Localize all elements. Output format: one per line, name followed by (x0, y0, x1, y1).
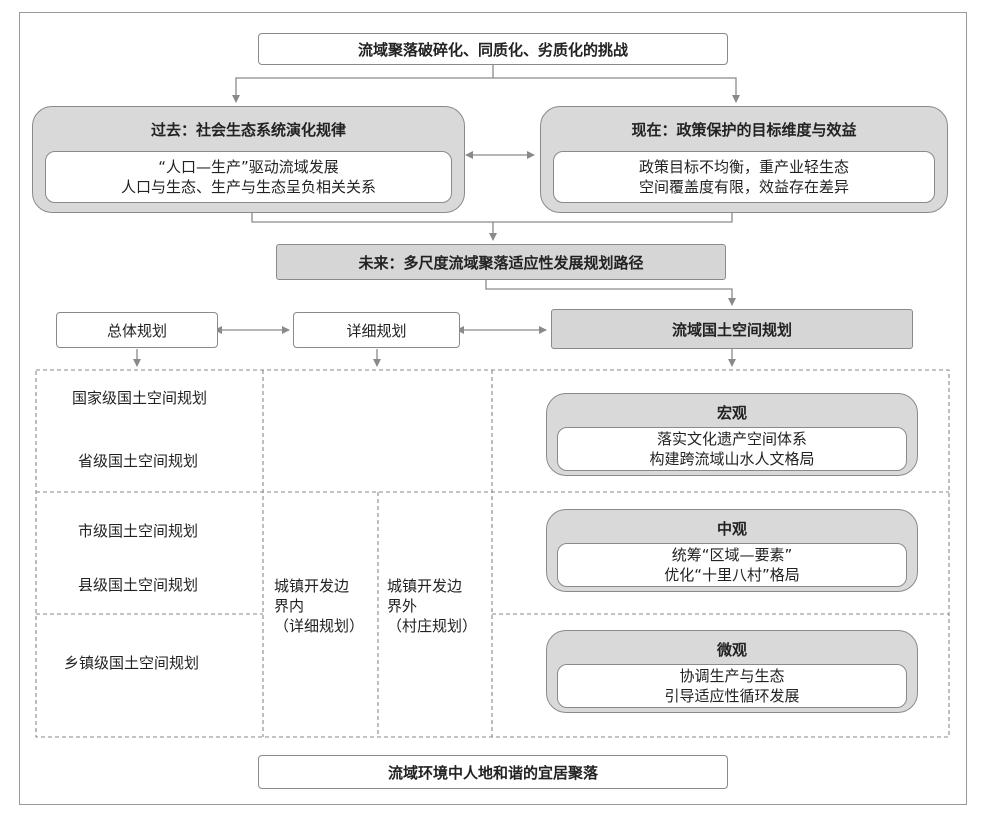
meso-title: 中观 (716, 520, 747, 538)
livable-settlement-box: 流域环境中人地和谐的宜居聚落 (258, 755, 728, 789)
future-text: 未来：多尺度流域聚落适应性发展规划路径 (358, 253, 644, 272)
level-national: 国家级国土空间规划 (72, 389, 208, 407)
micro-line-2: 引导适应性循环发展 (664, 687, 800, 705)
connector-future-to-watershed (485, 280, 736, 306)
boundary-inside-line-2: 界内 (274, 597, 305, 615)
boundary-inside: 城镇开发边 界内 （详细规划） (274, 576, 364, 636)
macro-content: 落实文化遗产空间体系 构建跨流域山水人文格局 (557, 427, 907, 471)
past-line-2: 人口与生态、生产与生态呈负相关关系 (120, 178, 376, 196)
meso-content: 统筹“区域—要素” 优化“十里八村”格局 (557, 543, 907, 587)
past-line-1: “人口—生产”驱动流域发展 (158, 158, 339, 176)
boundary-outside-line-3: （村庄规划） (387, 617, 478, 635)
detailed-plan-box: 详细规划 (293, 312, 460, 348)
level-township: 乡镇级国土空间规划 (64, 654, 200, 672)
boundary-outside-line-2: 界外 (387, 597, 418, 615)
present-panel: 现在：政策保护的目标维度与效益 政策目标不均衡，重产业轻生态 空间覆盖度有限，效… (540, 106, 948, 213)
level-county: 县级国土空间规划 (78, 576, 199, 594)
connector-top-to-past (232, 65, 494, 103)
past-title: 过去：社会生态系统演化规律 (150, 121, 346, 139)
present-content: 政策目标不均衡，重产业轻生态 空间覆盖度有限，效益存在差异 (553, 151, 935, 203)
diagram-frame (19, 12, 967, 805)
macro-panel: 宏观 落实文化遗产空间体系 构建跨流域山水人文格局 (546, 393, 918, 476)
past-content: “人口—生产”驱动流域发展 人口与生态、生产与生态呈负相关关系 (45, 151, 452, 203)
past-panel: 过去：社会生态系统演化规律 “人口—生产”驱动流域发展 人口与生态、生产与生态呈… (32, 106, 465, 213)
connector-top-to-present (493, 77, 740, 103)
challenge-box: 流域聚落破碎化、同质化、劣质化的挑战 (258, 33, 728, 65)
detailed-plan-label: 详细规划 (346, 321, 407, 340)
boundary-inside-line-3: （详细规划） (274, 617, 365, 635)
connector-past-to-merge (251, 213, 733, 223)
level-municipal: 市级国土空间规划 (78, 522, 199, 540)
micro-line-1: 协调生产与生态 (679, 667, 785, 685)
overall-plan-label: 总体规划 (106, 321, 167, 340)
level-provincial: 省级国土空间规划 (78, 452, 199, 470)
boundary-inside-line-1: 城镇开发边 (274, 577, 350, 595)
macro-line-2: 构建跨流域山水人文格局 (649, 450, 815, 468)
planning-grid (35, 369, 950, 738)
boundary-outside: 城镇开发边 界外 （村庄规划） (387, 576, 477, 636)
present-line-2: 空间覆盖度有限，效益存在差异 (638, 178, 849, 196)
micro-title: 微观 (716, 641, 747, 659)
meso-line-1: 统筹“区域—要素” (671, 546, 793, 564)
challenge-text: 流域聚落破碎化、同质化、劣质化的挑战 (357, 40, 628, 59)
micro-panel: 微观 协调生产与生态 引导适应性循环发展 (546, 630, 918, 713)
future-box: 未来：多尺度流域聚落适应性发展规划路径 (276, 244, 726, 280)
meso-panel: 中观 统筹“区域—要素” 优化“十里八村”格局 (546, 509, 918, 592)
meso-line-2: 优化“十里八村”格局 (664, 566, 800, 584)
watershed-plan-label: 流域国土空间规划 (671, 320, 792, 339)
micro-content: 协调生产与生态 引导适应性循环发展 (557, 664, 907, 708)
present-title: 现在：政策保护的目标维度与效益 (631, 121, 857, 139)
macro-line-1: 落实文化遗产空间体系 (656, 430, 807, 448)
watershed-plan-box: 流域国土空间规划 (551, 309, 913, 349)
macro-title: 宏观 (716, 404, 747, 422)
present-line-1: 政策目标不均衡，重产业轻生态 (638, 158, 849, 176)
overall-plan-box: 总体规划 (56, 312, 218, 348)
livable-settlement-text: 流域环境中人地和谐的宜居聚落 (387, 763, 598, 782)
boundary-outside-line-1: 城镇开发边 (387, 577, 463, 595)
